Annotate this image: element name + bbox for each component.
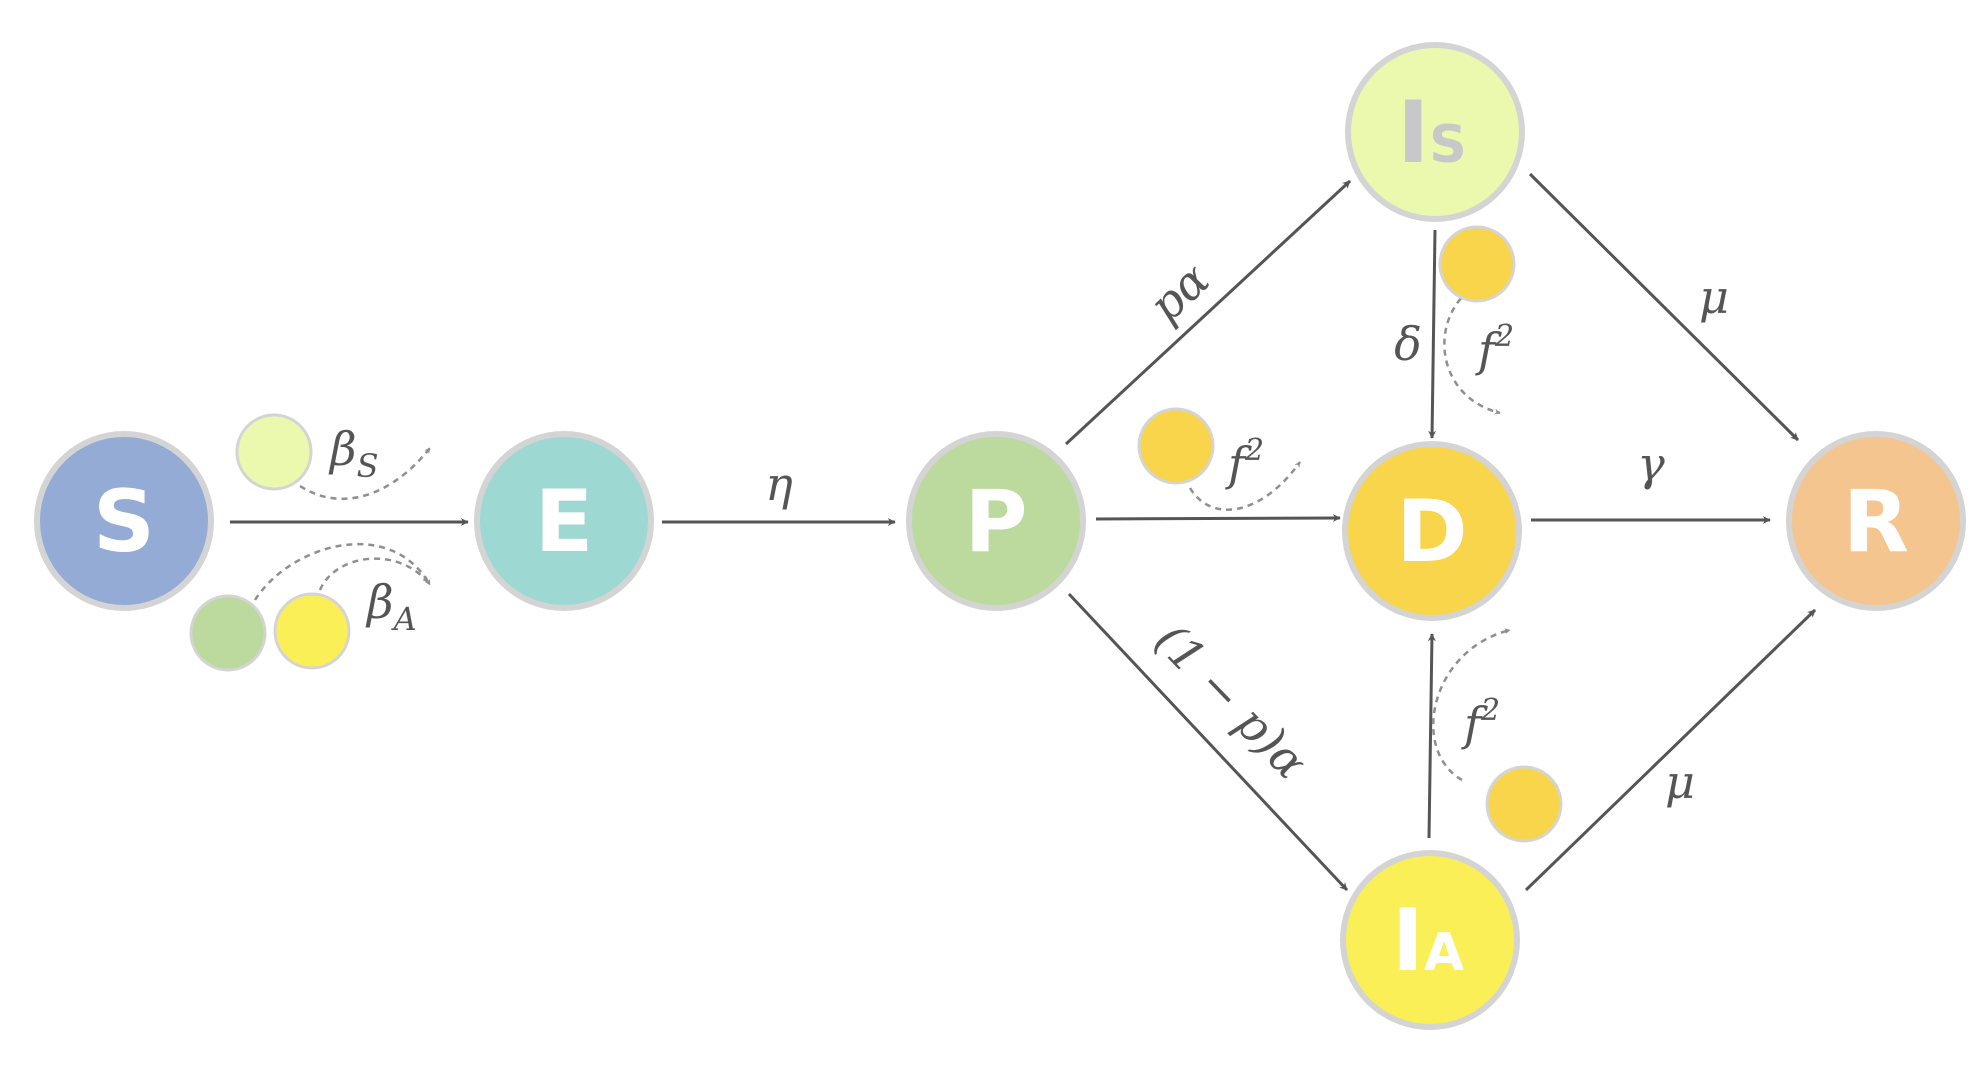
rate-f2-upper: f2 [1475,319,1514,377]
arrow-p-to-is [1064,179,1352,446]
dashed-curve-f2-lower [1431,628,1511,782]
arrow-is-to-r [1528,172,1800,442]
node-s-circle [34,431,214,611]
node-e-circle [474,431,654,611]
node-is-circle [1345,42,1525,222]
rate-mu-top: μ [1699,270,1729,324]
rate-beta-s: βS [328,422,379,485]
node-d: D [1342,441,1522,621]
indicator-d-f2-upper [1438,225,1516,303]
rate-f2-lower: f2 [1461,693,1500,751]
arrow-is-to-d [1428,229,1437,439]
node-r-circle [1786,431,1966,611]
node-p-circle [906,431,1086,611]
node-e: E [474,431,654,611]
node-is-label: IS [1397,83,1466,183]
node-d-circle [1342,441,1522,621]
rate-f2-middle: f2 [1225,433,1264,491]
node-s-label: S [93,472,155,572]
indicator-is-beta-s [235,413,313,491]
indicator-d-f2-middle [1137,407,1215,485]
node-ia-label: IA [1392,891,1464,991]
indicator-p-beta-a [189,594,267,672]
node-p: P [906,431,1086,611]
node-is: IS [1345,42,1525,222]
rate-mu-bottom: μ [1665,755,1695,809]
node-s: S [34,431,214,611]
node-d-label: D [1396,482,1467,582]
indicator-d-f2-lower [1485,765,1563,843]
node-e-label: E [535,472,594,572]
arrow-ia-to-d [1427,633,1436,839]
arrow-p-to-d [1095,514,1341,523]
dashed-curve-beta-s [299,447,431,501]
dashed-curves [253,283,1511,782]
rate-delta: δ [1394,317,1422,371]
node-p-label: P [964,472,1027,572]
node-r: R [1786,431,1966,611]
dashed-curve-f2-middle [1188,461,1302,511]
dashed-curve-beta-a-green [253,543,432,601]
rate-gamma: γ [1637,437,1665,491]
indicator-circles [189,225,1563,843]
rate-beta-a: βA [365,575,417,638]
arrow-ia-to-r [1524,608,1817,892]
rate-p-alpha: pα [1139,252,1220,333]
node-r-label: R [1843,472,1909,572]
indicator-ia-beta-a [273,592,351,670]
node-ia: IA [1340,850,1520,1030]
dashed-curve-f2-upper [1443,283,1501,415]
arrow-p-to-ia [1067,592,1349,892]
dashed-curve-beta-a-yellow [318,557,429,591]
node-ia-circle [1340,850,1520,1030]
rate-eta: η [765,457,793,511]
transition-arrows [230,172,1817,892]
